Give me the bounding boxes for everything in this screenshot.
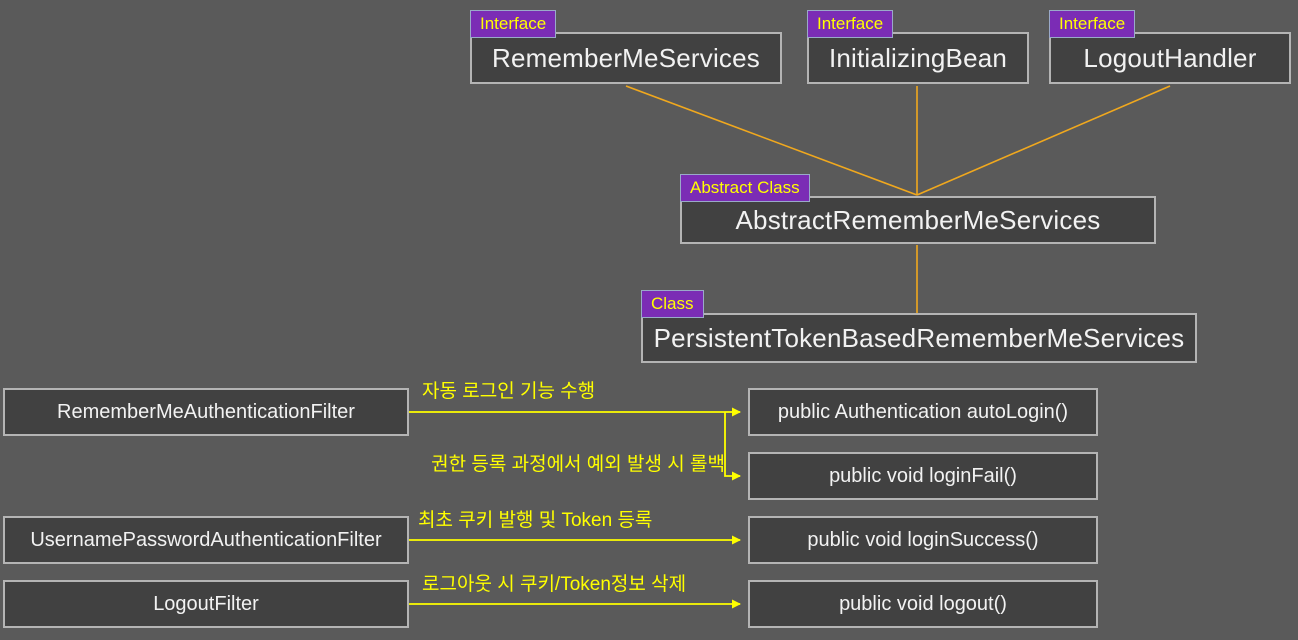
method-label: public void logout()	[839, 593, 1007, 615]
method-box-logout[interactable]: public void logout()	[748, 580, 1098, 628]
node-label: PersistentTokenBasedRememberMeServices	[653, 323, 1185, 353]
stereotype-persistent-token-based: Class	[641, 290, 704, 318]
node-label: RememberMeServices	[491, 43, 760, 73]
filter-label: RememberMeAuthenticationFilter	[57, 401, 355, 423]
node-remember-me-services[interactable]: RememberMeServices	[470, 32, 782, 84]
filter-label: LogoutFilter	[153, 593, 259, 615]
stereotype-logout-handler: Interface	[1049, 10, 1136, 38]
method-box-auto-login[interactable]: public Authentication autoLogin()	[748, 388, 1098, 436]
method-box-login-success[interactable]: public void loginSuccess()	[748, 516, 1098, 564]
stereotype-initializing-bean: Interface	[807, 10, 894, 38]
method-label: public void loginSuccess()	[807, 529, 1039, 551]
node-logout-handler[interactable]: LogoutHandler	[1049, 32, 1291, 84]
node-initializing-bean[interactable]: InitializingBean	[807, 32, 1029, 84]
node-label: AbstractRememberMeServices	[735, 205, 1101, 235]
filter-box-username-password-authentication-filter[interactable]: UsernamePasswordAuthenticationFilter	[3, 516, 409, 564]
caption-issue-cookie-and-token: 최초 쿠키 발행 및 Token 등록	[418, 510, 653, 531]
filter-box-remember-me-authentication-filter[interactable]: RememberMeAuthenticationFilter	[3, 388, 409, 436]
node-label: InitializingBean	[828, 43, 1008, 73]
node-abstract-remember-me-services[interactable]: AbstractRememberMeServices	[680, 196, 1156, 244]
caption-rollback-on-exception: 권한 등록 과정에서 예외 발생 시 롤백	[431, 454, 725, 475]
filter-label: UsernamePasswordAuthenticationFilter	[30, 529, 382, 551]
caption-auto-login: 자동 로그인 기능 수행	[422, 381, 596, 402]
stereotype-abstract-remember-me-services: Abstract Class	[680, 174, 810, 202]
node-persistent-token-based-remember-me-services[interactable]: PersistentTokenBasedRememberMeServices	[641, 313, 1197, 363]
method-label: public Authentication autoLogin()	[777, 401, 1069, 423]
method-label: public void loginFail()	[829, 465, 1017, 487]
filter-box-logout-filter[interactable]: LogoutFilter	[3, 580, 409, 628]
caption-delete-cookie-and-token: 로그아웃 시 쿠키/Token정보 삭제	[422, 574, 687, 595]
stereotype-remember-me-services: Interface	[470, 10, 557, 38]
method-box-login-fail[interactable]: public void loginFail()	[748, 452, 1098, 500]
node-label: LogoutHandler	[1083, 43, 1257, 73]
